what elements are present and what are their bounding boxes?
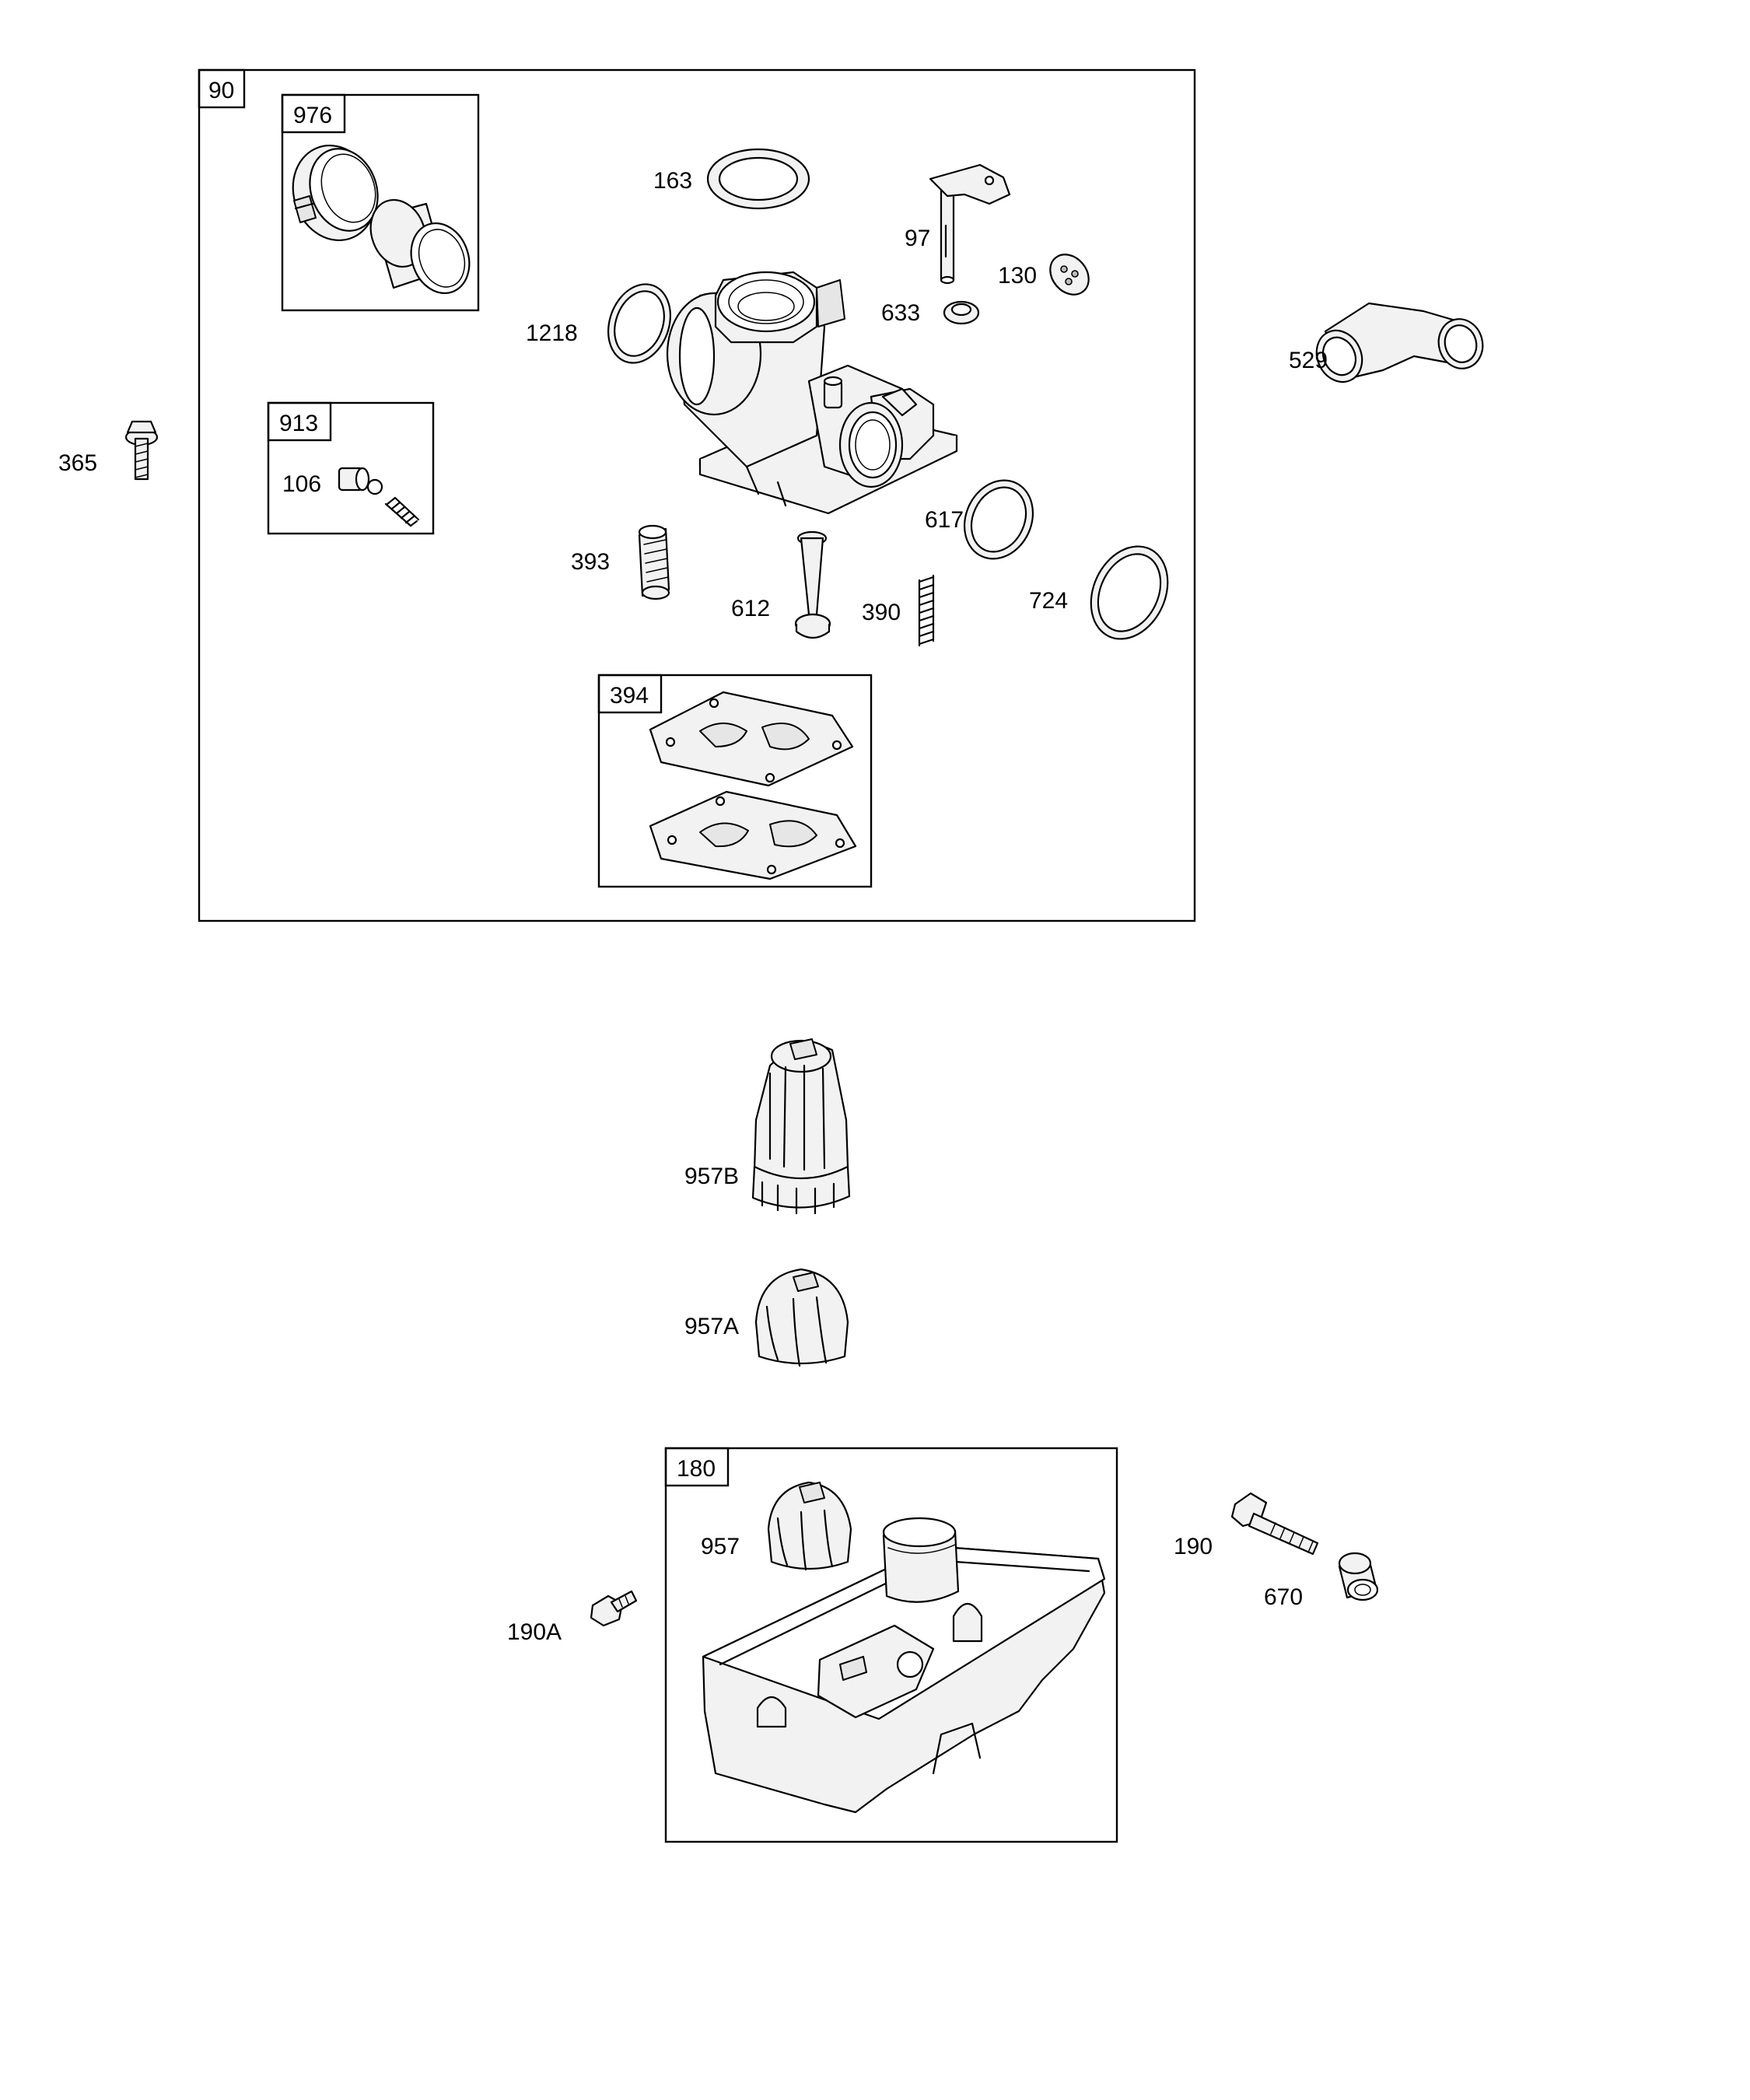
choke-shaft-part[interactable] <box>929 163 1011 285</box>
adapter-sleeve-part[interactable] <box>362 192 479 302</box>
callout-1218[interactable]: 1218 <box>526 320 578 346</box>
callout-724[interactable]: 724 <box>1029 588 1068 614</box>
callout-529[interactable]: 529 <box>1289 348 1328 373</box>
callout-957A[interactable]: 957A <box>684 1314 739 1339</box>
fuel-cap-957-part[interactable] <box>767 1481 852 1571</box>
gasket-617-part[interactable] <box>952 469 1045 570</box>
ball-part[interactable] <box>366 478 383 495</box>
callout-365[interactable]: 365 <box>58 450 97 476</box>
group-tab-394[interactable]: 394 <box>610 683 649 709</box>
gasket-163-part[interactable] <box>706 148 810 210</box>
adapter-clamp-part[interactable] <box>280 134 389 252</box>
callout-633[interactable]: 633 <box>881 300 920 326</box>
gasket-394-part[interactable] <box>649 790 857 880</box>
callout-130[interactable]: 130 <box>998 263 1037 289</box>
screw-365-part[interactable] <box>124 420 159 481</box>
seat-part[interactable] <box>338 467 370 492</box>
group-tab-913[interactable]: 913 <box>279 411 318 436</box>
gasket-724-part[interactable] <box>1076 534 1182 651</box>
diaphragm-part[interactable] <box>649 691 854 787</box>
group-tab-976[interactable]: 976 <box>293 103 332 128</box>
fuel-cap-957B-part[interactable] <box>751 1038 851 1215</box>
callout-957[interactable]: 957 <box>701 1534 740 1559</box>
callout-670[interactable]: 670 <box>1264 1584 1303 1610</box>
callout-190A[interactable]: 190A <box>507 1619 562 1645</box>
spacer-670-part[interactable] <box>1338 1552 1379 1601</box>
filter-393-part[interactable] <box>638 524 670 600</box>
fuel-tank-part[interactable] <box>702 1517 1106 1814</box>
carburetor-group-frame: 90 <box>198 68 1196 922</box>
needle-kit-frame: 913 <box>267 401 435 535</box>
bolt-190-part[interactable] <box>1230 1492 1319 1556</box>
elbow-529-part[interactable] <box>1308 302 1488 390</box>
callout-106[interactable]: 106 <box>282 471 321 497</box>
fuel-cap-957A-part[interactable] <box>754 1268 849 1367</box>
diaphragm-kit-frame: 394 <box>597 674 873 888</box>
callout-393[interactable]: 393 <box>571 549 610 575</box>
carburetor-body-part[interactable] <box>666 271 958 515</box>
fuel-tank-frame: 180 <box>664 1447 1118 1843</box>
needle-spring-part[interactable] <box>384 496 420 527</box>
callout-612[interactable]: 612 <box>731 596 770 621</box>
callout-190[interactable]: 190 <box>1174 1534 1213 1559</box>
callout-957B[interactable]: 957B <box>684 1164 739 1189</box>
choke-plate-part[interactable] <box>1042 247 1097 302</box>
callout-617[interactable]: 617 <box>925 507 964 533</box>
adapter-kit-frame: 976 <box>281 93 480 312</box>
pickup-tube-612-part[interactable] <box>794 530 831 639</box>
callout-390[interactable]: 390 <box>862 600 901 625</box>
spring-390-part[interactable] <box>918 574 935 647</box>
callout-163[interactable]: 163 <box>653 168 692 194</box>
callout-97[interactable]: 97 <box>905 226 930 251</box>
seal-633-part[interactable] <box>943 300 980 325</box>
screw-190A-part[interactable] <box>590 1590 638 1627</box>
group-tab-90[interactable]: 90 <box>208 78 234 103</box>
group-tab-180[interactable]: 180 <box>677 1456 716 1482</box>
gasket-1218-part[interactable] <box>598 275 681 372</box>
